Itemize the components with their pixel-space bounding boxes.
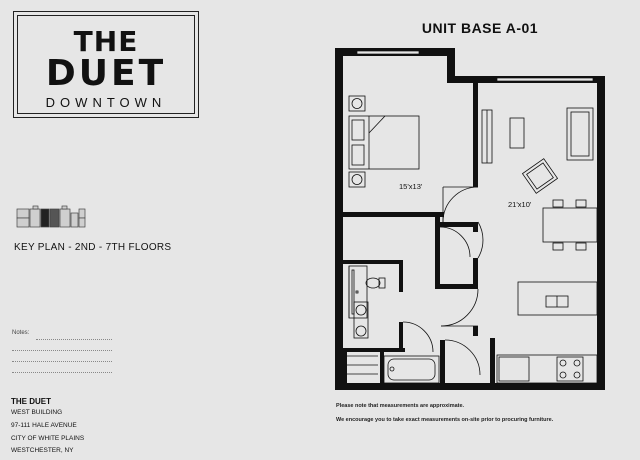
dining-table xyxy=(542,199,598,251)
footer-line: 97-111 HALE AVENUE xyxy=(11,422,77,429)
living-room-dimension: 21'x10' xyxy=(508,200,532,209)
interior-walls xyxy=(343,83,495,385)
disclaimer-approx: Please note that measurements are approx… xyxy=(336,403,465,409)
kitchen-island xyxy=(517,281,598,316)
bathroom-fixtures xyxy=(347,265,440,384)
note-line xyxy=(36,339,112,340)
disclaimer-measure: We encourage you to take exact measureme… xyxy=(336,417,554,423)
bedroom-dimension: 15'x13' xyxy=(399,182,423,191)
living-room-furniture xyxy=(481,107,594,194)
logo: THE DUET DOWNTOWN xyxy=(13,11,199,118)
logo-duet: DUET xyxy=(45,53,167,94)
exterior-walls xyxy=(335,48,605,390)
nightstands xyxy=(348,95,366,188)
note-line xyxy=(12,361,112,362)
notes-label: Notes: xyxy=(12,330,30,336)
footer-title: THE DUET xyxy=(11,397,51,406)
bed xyxy=(348,115,420,170)
doors xyxy=(402,186,484,376)
windows xyxy=(356,50,594,82)
logo-downtown: DOWNTOWN xyxy=(45,95,167,110)
key-plan-label: KEY PLAN - 2ND - 7TH FLOORS xyxy=(14,242,172,253)
key-plan-graphic xyxy=(16,205,86,228)
note-line xyxy=(12,372,112,373)
logo-the: THE xyxy=(73,25,139,58)
logo-inner-border xyxy=(17,15,195,114)
footer-line: CITY OF WHITE PLAINS xyxy=(11,435,85,442)
kitchen-counter xyxy=(496,354,598,384)
unit-title: UNIT BASE A-01 xyxy=(421,20,539,36)
note-line xyxy=(12,350,112,351)
footer-line: WESTCHESTER, NY xyxy=(11,447,74,454)
footer-line: WEST BUILDING xyxy=(11,409,63,416)
